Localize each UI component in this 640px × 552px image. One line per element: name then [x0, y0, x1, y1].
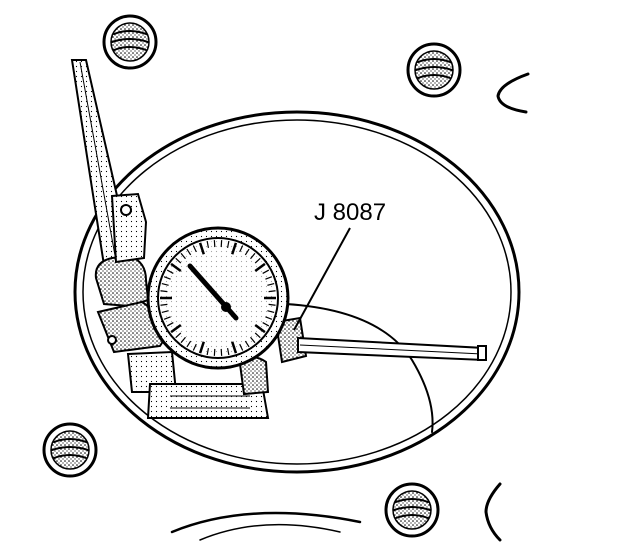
bore-wall-arc — [285, 303, 434, 433]
dial-tick — [160, 290, 168, 293]
dial-tick — [166, 269, 174, 274]
dial-tick — [198, 341, 205, 354]
adjacent-bore-edge-right-top — [496, 72, 530, 114]
dial-tick — [170, 262, 182, 272]
dial-tick — [186, 340, 192, 348]
cylinder-bore-outer — [73, 110, 521, 474]
dial-tick — [250, 252, 256, 260]
gauge-plunger-rod — [297, 336, 487, 362]
dial-tick — [160, 303, 168, 306]
tool-callout-label: J 8087 — [314, 199, 386, 226]
dial-tick — [262, 322, 270, 327]
dial-tick — [254, 324, 266, 334]
dial-tick — [244, 248, 250, 256]
dial-tick — [192, 245, 197, 253]
dial-tick — [239, 343, 244, 351]
dial-tick — [268, 290, 276, 293]
callout-leader-line — [293, 227, 351, 331]
dial-indicator — [146, 226, 290, 370]
dial-tick — [175, 257, 182, 264]
dial-tick — [166, 322, 174, 327]
adjacent-bore-edge-right-bottom — [484, 482, 502, 542]
bolt-hole-top-left — [102, 14, 158, 70]
bolt-hole-bottom-right — [384, 482, 440, 538]
dial-tick — [226, 240, 230, 249]
dial-tick — [186, 248, 192, 256]
dial-tick — [254, 262, 266, 272]
adjacent-bore-edge-bottom-inner — [199, 523, 341, 541]
dial-tick — [239, 245, 244, 253]
dial-tick — [175, 332, 182, 339]
dial-tick — [244, 340, 250, 348]
dial-tick — [206, 347, 210, 356]
bolt-hole-bottom-left — [42, 422, 98, 478]
dial-tick — [268, 303, 276, 306]
dial-tick — [198, 242, 205, 255]
dial-tick — [231, 341, 238, 354]
dial-tick — [180, 252, 186, 260]
dial-tick — [250, 336, 256, 344]
dial-tick — [262, 269, 270, 274]
adjacent-bore-edge-bottom — [170, 511, 362, 534]
dial-tick — [231, 242, 238, 255]
dial-tick — [180, 336, 186, 344]
dial-tick — [163, 316, 171, 320]
dial-tick — [163, 276, 171, 280]
dial-tick — [161, 310, 169, 314]
dial-tick — [267, 310, 275, 314]
dial-tick — [254, 257, 261, 264]
dial-tick — [161, 282, 169, 286]
dial-tick — [192, 343, 197, 351]
dial-tick — [254, 332, 261, 339]
dial-scale-ticks — [160, 240, 276, 356]
dial-tick — [170, 324, 182, 334]
dial-tick — [226, 347, 230, 356]
dial-tick — [206, 240, 210, 249]
dial-tick — [265, 316, 273, 320]
bolt-hole-top-right — [406, 42, 462, 98]
dial-tick — [265, 276, 273, 280]
cylinder-bore-inner — [82, 119, 512, 465]
dial-tick — [267, 282, 275, 286]
